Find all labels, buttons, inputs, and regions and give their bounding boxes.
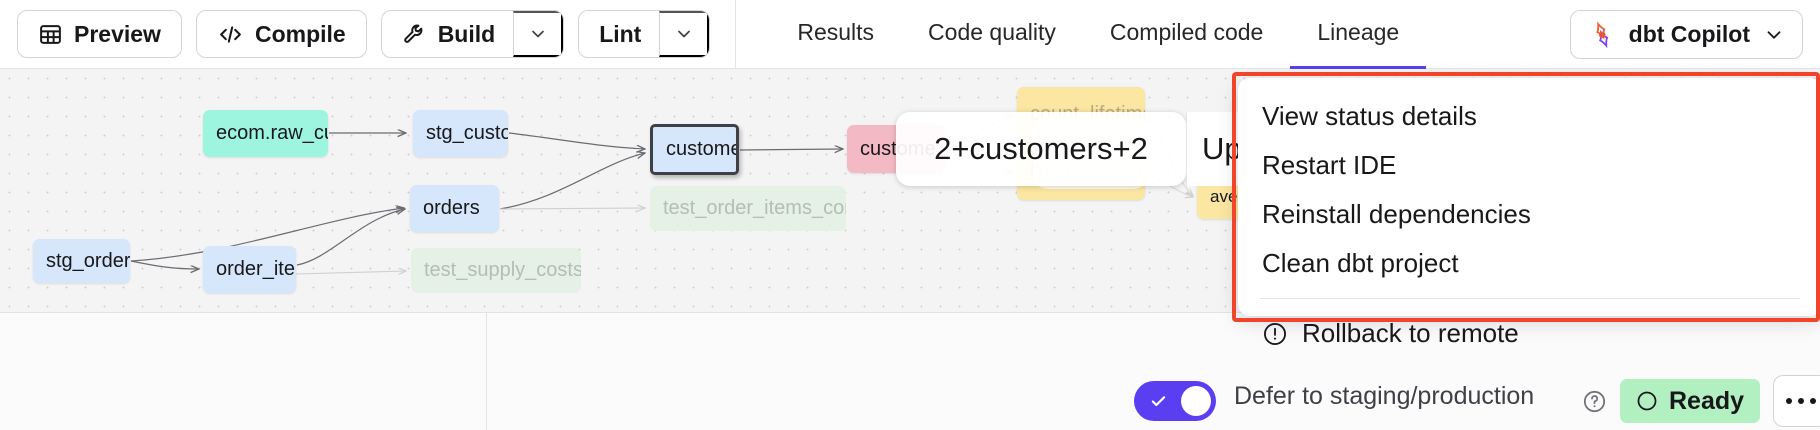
wrench-icon (402, 22, 427, 47)
node-label: stg_orders (46, 249, 130, 272)
lineage-node-test-order-items[interactable]: test_order_items_comput… (650, 186, 846, 231)
code-icon (217, 22, 244, 47)
lineage-node-customers[interactable]: customers (650, 124, 739, 175)
tab-code-quality-label: Code quality (928, 19, 1056, 45)
status-badge-label: Ready (1669, 386, 1745, 415)
lint-button[interactable]: Lint (579, 11, 659, 57)
lint-button-label: Lint (599, 20, 642, 47)
dbt-copilot-button[interactable]: dbt Copilot (1569, 10, 1803, 59)
ide-options-menu: View status details Restart IDE Reinstal… (1238, 78, 1820, 348)
defer-toggle[interactable] (1134, 381, 1216, 421)
menu-item-rollback-to-remote[interactable]: Rollback to remote (1238, 309, 1820, 358)
node-label: order_ite… (216, 258, 296, 280)
toolbar-action-group: Preview Compile Build (0, 0, 711, 68)
node-label: orders (423, 197, 480, 219)
menu-item-label: Clean dbt project (1262, 248, 1459, 278)
panel-tabs: Results Code quality Compiled code Linea… (770, 0, 1427, 69)
toolbar-divider (735, 0, 737, 69)
ellipsis-icon (1786, 398, 1816, 404)
lineage-tooltip-text: 2+customers+2 (934, 131, 1148, 166)
question-circle-icon[interactable] (1582, 389, 1607, 419)
node-label: customers (666, 138, 736, 160)
toggle-knob (1181, 386, 1211, 416)
lineage-upgrade-text: Up (1202, 131, 1242, 166)
tab-compiled-code[interactable]: Compiled code (1083, 0, 1290, 69)
preview-button-label: Preview (74, 20, 161, 47)
build-button-group: Build (380, 10, 565, 58)
more-options-button[interactable] (1773, 375, 1820, 427)
lineage-node-test-supply-costs[interactable]: test_supply_costs_su… (411, 248, 581, 293)
lint-button-group: Lint (578, 10, 711, 58)
preview-button[interactable]: Preview (17, 10, 182, 58)
dbt-copilot-icon (1588, 21, 1616, 49)
node-label: test_supply_costs_su… (424, 259, 581, 281)
menu-item-reinstall-dependencies[interactable]: Reinstall dependencies (1238, 190, 1820, 239)
lineage-node-stg-customers[interactable]: stg_custo… (413, 110, 508, 157)
menu-item-label: Reinstall dependencies (1262, 199, 1531, 229)
compile-button[interactable]: Compile (195, 10, 367, 58)
compile-button-label: Compile (254, 20, 346, 47)
menu-item-clean-dbt-project[interactable]: Clean dbt project (1238, 239, 1820, 288)
tab-lineage[interactable]: Lineage (1290, 0, 1427, 69)
node-label: test_order_items_comput… (663, 197, 846, 219)
alert-circle-icon (1262, 321, 1288, 347)
lineage-node-order-items[interactable]: order_ite… (203, 246, 296, 293)
chevron-down-icon (528, 24, 548, 44)
bottom-status-bar (0, 312, 1820, 430)
lint-dropdown-caret[interactable] (659, 11, 710, 57)
table-icon (38, 22, 63, 47)
lineage-node-ecom-raw-customers[interactable]: ecom.raw_cust… (203, 110, 328, 157)
tab-results[interactable]: Results (770, 0, 901, 69)
node-label: stg_custo… (426, 122, 508, 144)
circle-icon (1636, 390, 1658, 412)
build-button-label: Build (437, 20, 496, 47)
tab-code-quality[interactable]: Code quality (901, 0, 1083, 69)
tab-lineage-label: Lineage (1317, 19, 1400, 45)
menu-item-label: Rollback to remote (1302, 318, 1519, 348)
menu-item-label: View status details (1262, 101, 1477, 131)
menu-item-restart-ide[interactable]: Restart IDE (1238, 141, 1820, 190)
build-button[interactable]: Build (382, 11, 514, 57)
top-toolbar: Preview Compile Build (0, 0, 1820, 69)
tab-compiled-code-label: Compiled code (1109, 19, 1264, 45)
chevron-down-icon (674, 24, 694, 44)
menu-separator (1260, 298, 1800, 299)
dbt-copilot-label: dbt Copilot (1628, 21, 1750, 47)
tab-results-label: Results (797, 19, 875, 45)
check-icon (1150, 393, 1167, 410)
menu-item-label: Restart IDE (1262, 150, 1397, 180)
node-label: ecom.raw_cust… (216, 122, 328, 144)
lineage-tooltip-panel: 2+customers+2 (896, 112, 1186, 186)
menu-item-view-status-details[interactable]: View status details (1238, 92, 1820, 141)
chevron-down-icon (1763, 24, 1785, 46)
lineage-node-stg-orders[interactable]: stg_orders (33, 239, 130, 283)
bottom-bar-divider (486, 313, 487, 430)
status-badge[interactable]: Ready (1620, 379, 1761, 423)
defer-toggle-label: Defer to staging/production (1234, 382, 1535, 410)
lineage-node-orders[interactable]: orders (410, 185, 499, 232)
build-dropdown-caret[interactable] (513, 11, 564, 57)
